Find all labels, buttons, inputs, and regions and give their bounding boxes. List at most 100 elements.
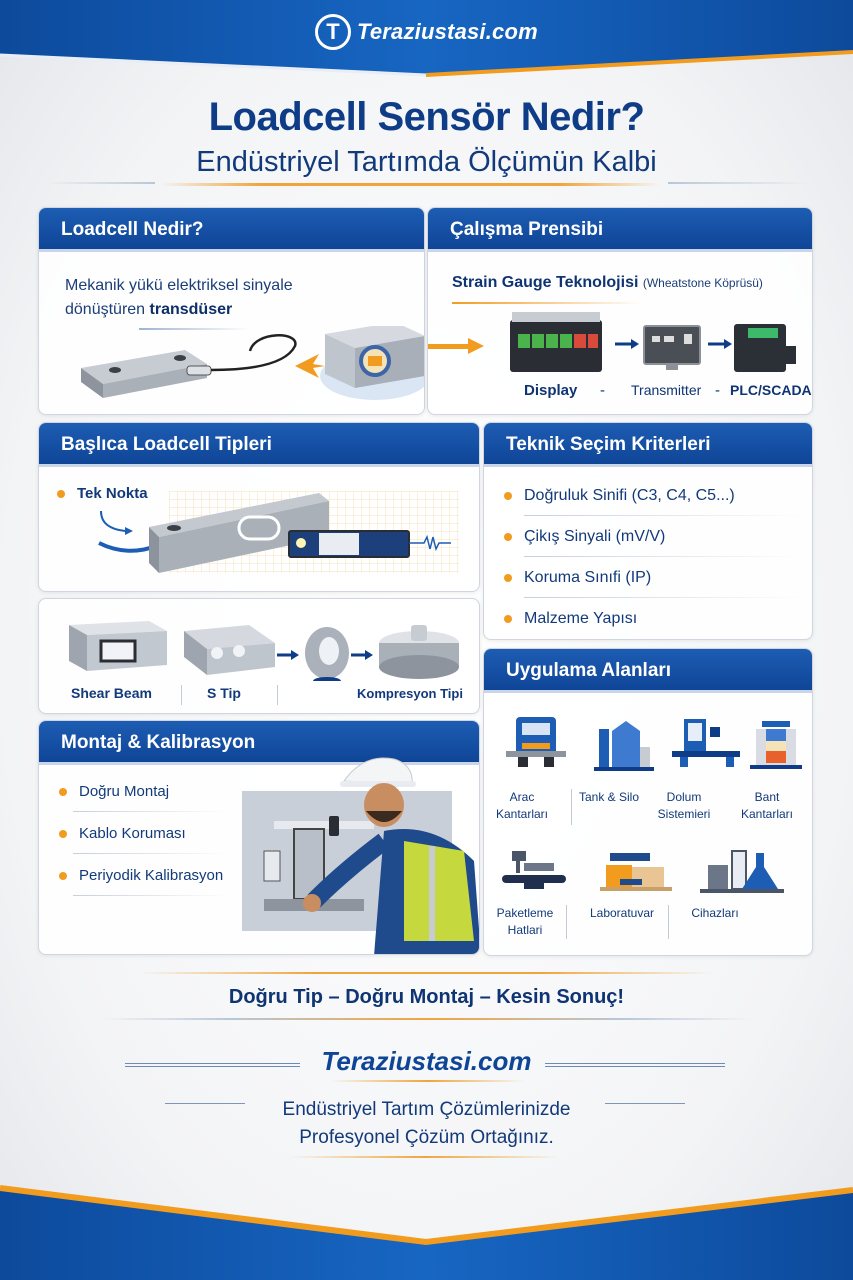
separator bbox=[668, 905, 669, 939]
list-item: Malzeme Yapısı bbox=[504, 610, 804, 628]
footer-banner bbox=[0, 1180, 853, 1280]
applications-row1-icons bbox=[506, 717, 802, 771]
loadcell-illustration-icon bbox=[81, 326, 424, 400]
divider bbox=[139, 328, 249, 330]
divider bbox=[605, 1103, 685, 1104]
bullet-icon bbox=[504, 533, 512, 541]
definition-highlight: transdüser bbox=[149, 301, 233, 318]
filling-system-icon bbox=[672, 719, 740, 767]
divider bbox=[125, 1063, 300, 1067]
card-title: Teknik Seçim Kriterleri bbox=[484, 423, 812, 467]
tagline: Endüstriyel Tartım Çözümlerinizde Profes… bbox=[282, 1099, 571, 1148]
footer-brand[interactable]: Teraziustasi.com bbox=[321, 1046, 532, 1076]
divider bbox=[165, 1103, 245, 1104]
type-compression: Kompresyon Tipi bbox=[357, 686, 463, 701]
divider-accent bbox=[452, 302, 642, 304]
type-s-tip: S Tip bbox=[207, 685, 241, 701]
packaging-line-icon bbox=[502, 851, 566, 889]
chain-transmitter: Transmitter bbox=[631, 382, 702, 398]
brand-name: Teraziustasi.com bbox=[357, 19, 538, 44]
page-title: Loadcell Sensör Nedir? bbox=[208, 95, 645, 139]
divider-accent bbox=[160, 183, 660, 186]
divider bbox=[73, 811, 229, 812]
slogan: Doğru Tip – Doğru Montaj – Kesin Sonuç! bbox=[228, 986, 625, 1008]
card-title: Çalışma Prensibi bbox=[428, 208, 812, 252]
lab-devices-icon bbox=[700, 850, 784, 893]
list-item: Kablo Koruması bbox=[59, 825, 229, 842]
separator bbox=[566, 905, 567, 939]
list-item: Çikış Sinyali (mV/V) bbox=[504, 528, 804, 546]
card-applications: Uygulama Alanları bbox=[483, 648, 813, 956]
card-mounting: Montaj & Kalibrasyon Doğru Montaj Kablo … bbox=[38, 720, 480, 955]
technician-illustration-icon bbox=[242, 757, 479, 954]
brand-logo[interactable]: T Teraziustasi.com bbox=[315, 12, 538, 52]
divider bbox=[73, 853, 229, 854]
loadcell-types-icon bbox=[69, 621, 459, 681]
divider bbox=[524, 597, 804, 598]
card-principle: Çalışma Prensibi Strain Gauge Teknolojis… bbox=[427, 207, 813, 415]
divider bbox=[45, 182, 155, 184]
card-other-types: Shear Beam S Tip Kompresyon Tipi bbox=[38, 598, 480, 714]
divider bbox=[545, 1063, 725, 1067]
definition-text: Mekanik yükü elektriksel sinyale dönüştü… bbox=[65, 274, 305, 322]
list-item: Periyodik Kalibrasyon bbox=[59, 867, 229, 884]
card-title: Uygulama Alanları bbox=[484, 649, 812, 693]
separator bbox=[181, 685, 182, 705]
bullet-icon bbox=[59, 871, 67, 880]
belt-scale-icon bbox=[750, 721, 802, 769]
page-subtitle: Endüstriyel Tartımda Ölçümün Kalbi bbox=[196, 146, 657, 178]
card-criteria: Teknik Seçim Kriterleri Doğruluk Sinifi … bbox=[483, 422, 813, 640]
card-what-is: Loadcell Nedir? Mekanik yükü elektriksel… bbox=[38, 207, 425, 415]
bullet-icon bbox=[59, 829, 67, 838]
logo-t-icon: T bbox=[315, 14, 351, 50]
chain-plc-scada: PLC/SCADA bbox=[730, 382, 812, 398]
divider bbox=[100, 1018, 753, 1020]
definition-line-1: Mekanik yükü elektriksel sinyale bbox=[65, 277, 293, 294]
card-types: Başlıca Loadcell Tipleri Tek Nokta bbox=[38, 422, 480, 592]
card-title: Başlıca Loadcell Tipleri bbox=[39, 423, 479, 467]
divider-accent bbox=[290, 1156, 560, 1158]
bullet-icon bbox=[59, 787, 67, 796]
featured-type: Tek Nokta bbox=[57, 485, 148, 502]
divider bbox=[668, 182, 808, 184]
list-item: Koruma Sınıfi (IP) bbox=[504, 569, 804, 587]
mounting-list: Doğru Montaj Kablo Koruması Periyodik Ka… bbox=[59, 783, 229, 896]
criteria-list: Doğruluk Sinifi (C3, C4, C5...) Çikış Si… bbox=[504, 487, 804, 628]
applications-row2-icons bbox=[502, 850, 784, 893]
separator bbox=[571, 789, 572, 825]
app-laboratory: Laboratuvar bbox=[589, 906, 655, 920]
divider bbox=[524, 556, 804, 557]
divider bbox=[524, 515, 804, 516]
bullet-icon bbox=[504, 615, 512, 623]
type-labels: Shear Beam S Tip Kompresyon Tipi bbox=[39, 685, 479, 707]
divider bbox=[73, 895, 229, 896]
divider-accent bbox=[330, 1080, 525, 1082]
list-item: Doğruluk Sinifi (C3, C4, C5...) bbox=[504, 487, 804, 505]
truck-scale-icon bbox=[506, 717, 566, 767]
card-title: Montaj & Kalibrasyon bbox=[39, 721, 479, 765]
definition-line-2: dönüştüren transdüser bbox=[65, 301, 233, 318]
bullet-icon bbox=[57, 489, 65, 498]
chain-display: Display bbox=[524, 382, 578, 399]
divider-accent bbox=[140, 972, 713, 974]
type-shear-beam: Shear Beam bbox=[71, 685, 152, 701]
single-point-loadcell-icon bbox=[98, 491, 459, 573]
header-banner bbox=[0, 0, 853, 80]
app-tank-silo: Tank & Silo bbox=[578, 790, 640, 804]
app-devices: Cihazları bbox=[691, 906, 739, 920]
separator bbox=[277, 685, 278, 705]
technology-line: Strain Gauge Teknolojisi (Wheatstone Köp… bbox=[452, 274, 763, 291]
bullet-icon bbox=[504, 492, 512, 500]
signal-chain-icon bbox=[428, 312, 796, 372]
list-item: Doğru Montaj bbox=[59, 783, 229, 800]
bullet-icon bbox=[504, 574, 512, 582]
card-title: Loadcell Nedir? bbox=[39, 208, 424, 252]
laboratory-icon bbox=[600, 853, 672, 891]
tank-silo-icon bbox=[594, 721, 654, 771]
